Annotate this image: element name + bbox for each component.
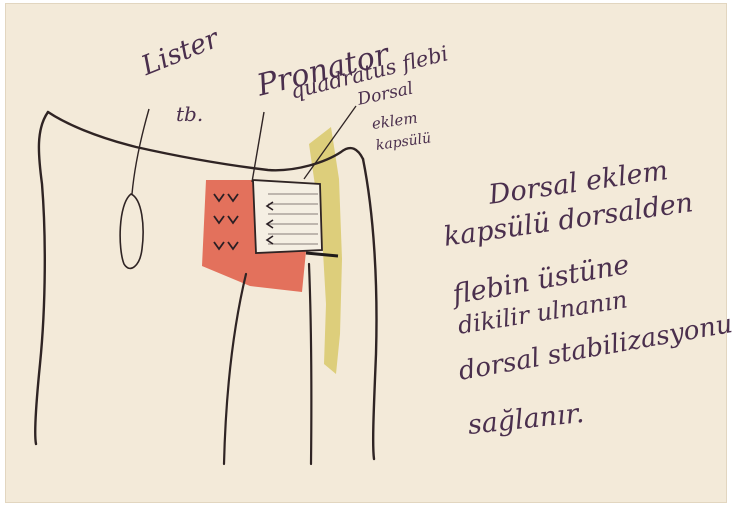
label-tb: tb.: [176, 104, 203, 124]
lister-tubercle: [120, 194, 143, 268]
radius-inner-shaft: [224, 274, 246, 464]
ulna-outline-outer: [363, 159, 376, 459]
ulna-outline-inner: [309, 264, 311, 464]
dorsal-capsule: [253, 180, 322, 253]
lister-pointer: [132, 109, 149, 194]
radius-outline: [35, 112, 48, 444]
paper-sheet: Lister tb. Pronator quadratus flebi Dors…: [6, 4, 726, 502]
pronator-pointer: [252, 112, 264, 182]
